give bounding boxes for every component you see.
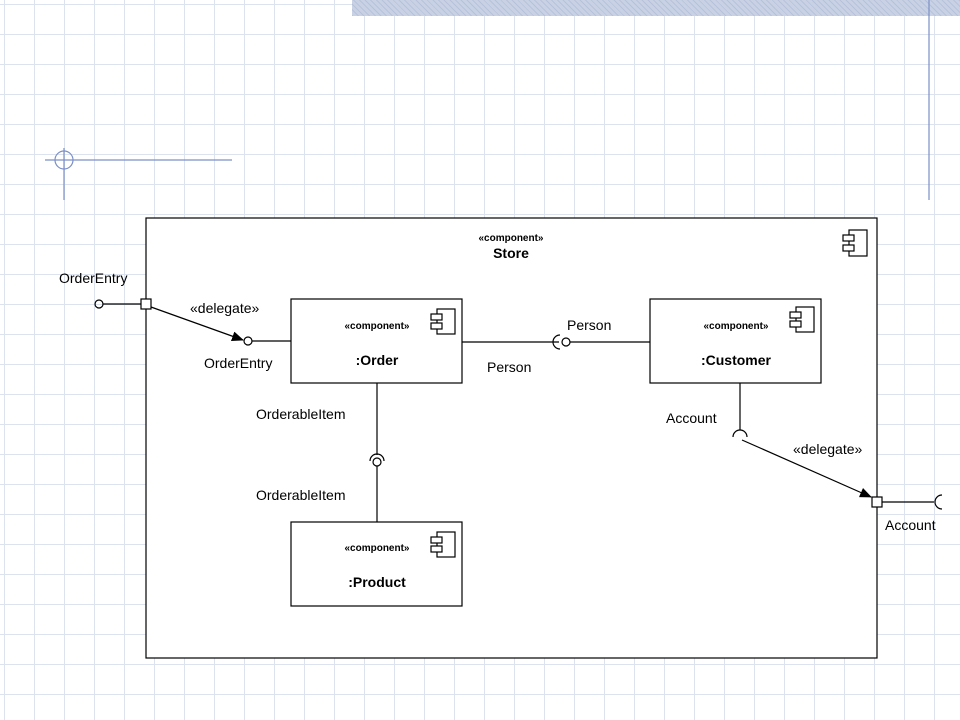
component-icon xyxy=(789,306,815,333)
order-entry-internal-label: OrderEntry xyxy=(204,355,272,371)
orderable-item-top-label: OrderableItem xyxy=(256,406,345,422)
store-name: Store xyxy=(493,245,529,261)
component-icon xyxy=(430,308,456,335)
order-entry-interface[interactable] xyxy=(243,336,291,346)
customer-name: :Customer xyxy=(701,352,772,368)
person-assembly-connector[interactable] xyxy=(462,334,650,350)
component-icon xyxy=(842,229,868,257)
person-required-label: Person xyxy=(567,317,611,333)
orderable-item-assembly-connector[interactable] xyxy=(369,383,385,522)
product-stereotype: «component» xyxy=(344,543,409,554)
store-stereotype: «component» xyxy=(478,233,543,244)
product-component[interactable]: «component» :Product xyxy=(290,521,463,607)
delegate-label-left: «delegate» xyxy=(190,300,260,316)
account-interface[interactable] xyxy=(732,383,748,438)
order-name: :Order xyxy=(356,352,399,368)
order-entry-external-label: OrderEntry xyxy=(59,270,127,286)
delegate-label-right: «delegate» xyxy=(793,441,863,457)
account-external-label: Account xyxy=(885,517,936,533)
product-name: :Product xyxy=(348,574,406,590)
component-icon xyxy=(430,531,456,558)
order-component[interactable]: «component» :Order xyxy=(290,298,463,384)
orderable-item-bottom-label: OrderableItem xyxy=(256,487,345,503)
account-internal-label: Account xyxy=(666,410,717,426)
slide-decoration-crosshair xyxy=(45,148,232,200)
customer-stereotype: «component» xyxy=(703,321,768,332)
store-component[interactable]: «component» Store xyxy=(145,217,878,659)
order-entry-port[interactable] xyxy=(94,298,152,310)
slide-decoration-bar xyxy=(352,0,960,16)
account-port[interactable] xyxy=(871,494,943,510)
delegate-connector-right[interactable] xyxy=(741,439,872,498)
delegate-connector-left[interactable] xyxy=(150,306,244,341)
person-provided-label: Person xyxy=(487,359,531,375)
customer-component[interactable]: «component» :Customer xyxy=(649,298,822,384)
order-stereotype: «component» xyxy=(344,321,409,332)
